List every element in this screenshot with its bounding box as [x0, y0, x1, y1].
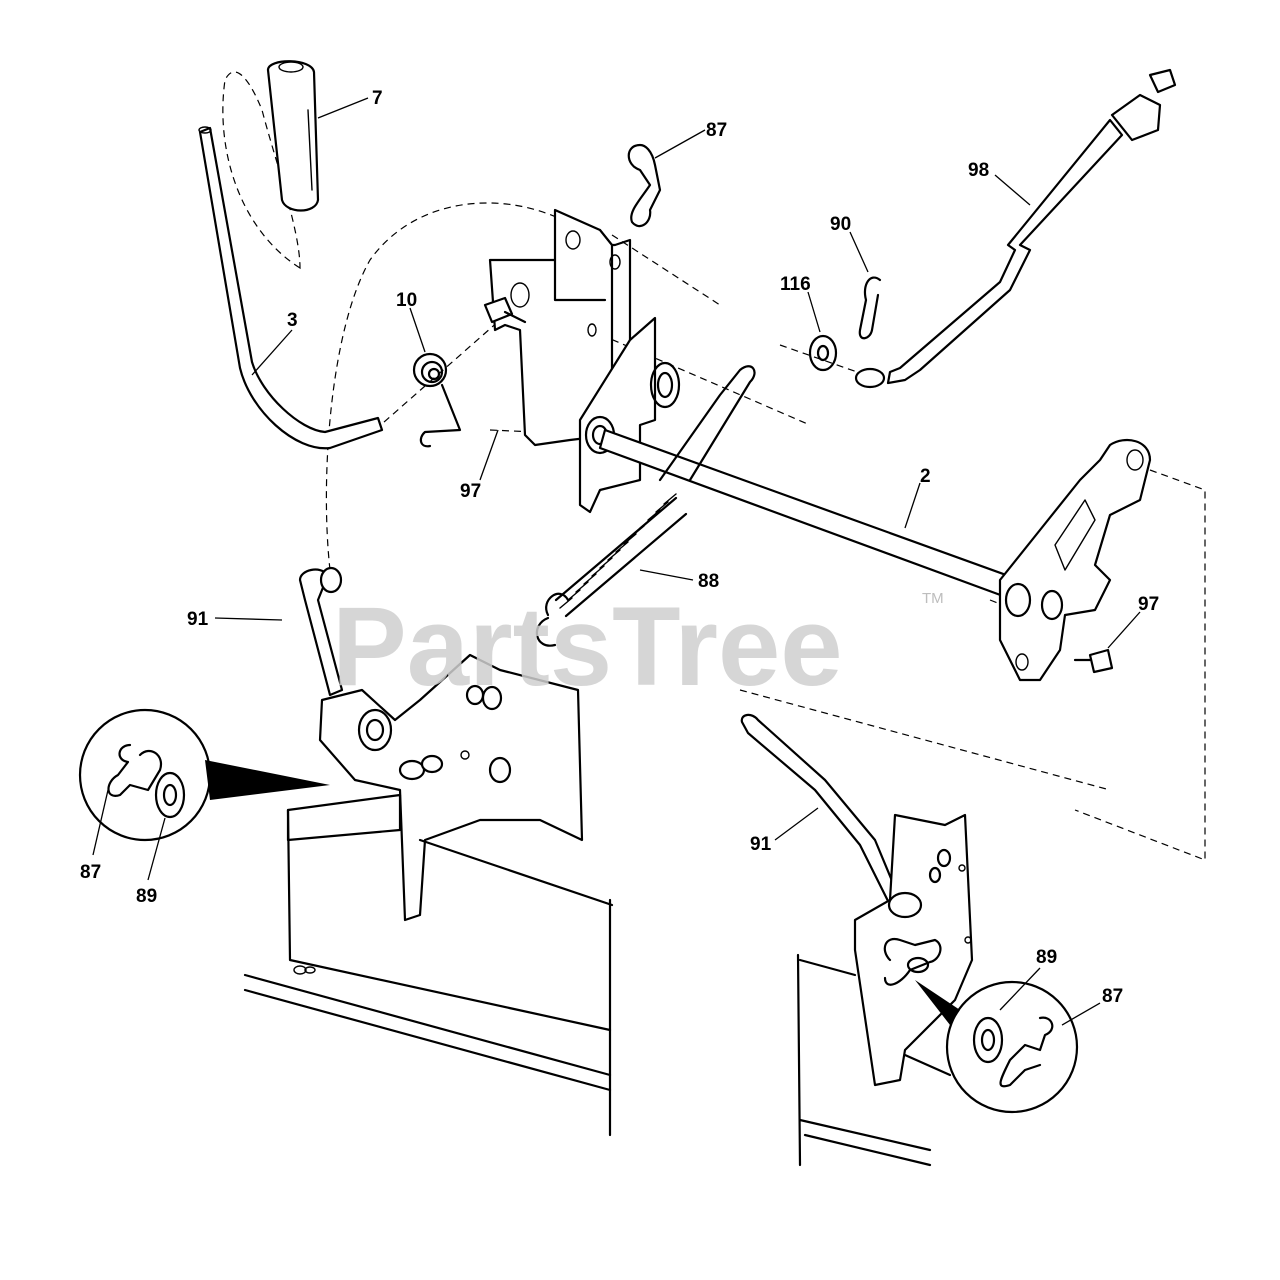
- left-deck-bracket: [318, 653, 584, 922]
- watermark-trademark: TM: [922, 590, 944, 607]
- callout-91-right: 91: [750, 834, 772, 855]
- callout-87-top: 87: [706, 120, 727, 141]
- part-2-cross-shaft: [598, 428, 1152, 682]
- part-97-bolt-right: [1073, 648, 1114, 674]
- callout-89-right: 89: [1036, 947, 1057, 968]
- callout-3: 3: [287, 310, 298, 331]
- part-116-washer: [808, 334, 838, 372]
- right-detail-bubble: [915, 980, 1079, 1114]
- part-7-handle-grip: [266, 60, 320, 212]
- callout-2: 2: [920, 466, 931, 487]
- leader-lines: [92, 97, 1141, 1026]
- right-deck-body: [796, 953, 952, 1167]
- callout-87-right: 87: [1102, 986, 1123, 1007]
- left-detail-bubble: [78, 708, 330, 842]
- part-87-top-clip: [627, 143, 662, 228]
- part-90-hair-pin: [858, 276, 882, 340]
- callout-97-center: 97: [460, 481, 481, 502]
- callout-89-left: 89: [136, 886, 157, 907]
- callout-98: 98: [968, 160, 989, 181]
- part-91-right-rod: [740, 713, 902, 907]
- part-98-lift-link: [854, 68, 1177, 389]
- callout-97-right: 97: [1138, 594, 1159, 615]
- watermark-text: PartsTree: [332, 584, 843, 709]
- watermark: PartsTree TM: [332, 584, 944, 709]
- callout-7: 7: [372, 88, 383, 109]
- part-91-left-rod: [298, 566, 344, 697]
- right-deck-bracket: [853, 813, 974, 1087]
- callout-10: 10: [396, 290, 417, 311]
- part-3-lift-lever: [198, 126, 384, 450]
- callout-87-left: 87: [80, 862, 101, 883]
- part-88-extension-spring: [535, 365, 756, 647]
- left-deck-body: [243, 793, 614, 1137]
- callout-labels: 7 87 98 90 116 10 3 97 2 88 91 97 87 89 …: [80, 88, 1159, 1007]
- part-97-bolt-center: [483, 296, 527, 324]
- callout-90: 90: [830, 214, 851, 235]
- part-10-spring: [412, 352, 462, 448]
- callout-88: 88: [698, 571, 719, 592]
- main-bracket: [488, 208, 681, 514]
- callout-116: 116: [780, 274, 811, 295]
- callout-91-left: 91: [187, 609, 209, 630]
